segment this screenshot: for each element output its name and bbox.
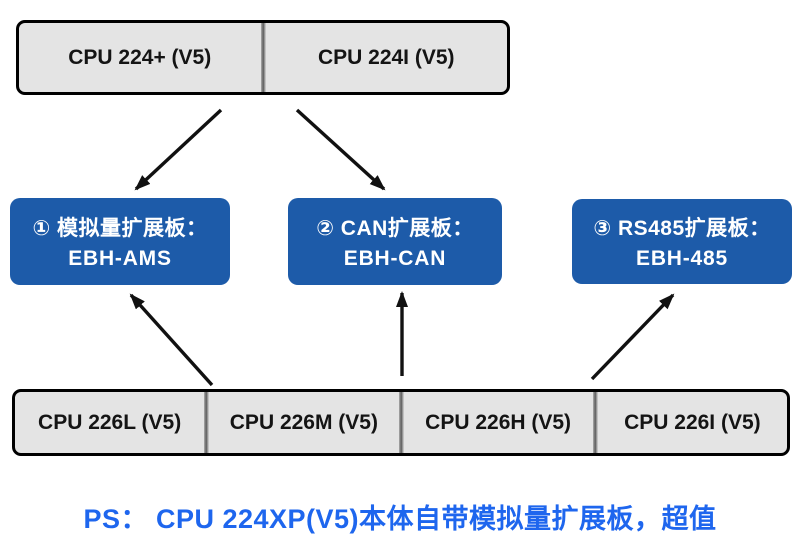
footnote-ps-text: PS： CPU 224XP(V5)本体自带模拟量扩展板，超值 xyxy=(83,504,717,534)
cell-divider xyxy=(260,23,266,92)
cpu-224i-label: CPU 224I (V5) xyxy=(317,45,455,69)
board-ebh-can-model: EBH-CAN xyxy=(343,247,447,270)
arrow-bottom-to-board3 xyxy=(590,293,675,381)
board-ebh-ams: ① 模拟量扩展板： EBH-AMS xyxy=(10,198,230,285)
cpu-226i-label: CPU 226I (V5) xyxy=(624,410,761,434)
arrow-bottom-to-board1 xyxy=(129,293,214,387)
arrow-top-to-board1 xyxy=(134,108,223,191)
board-ebh-485-title: ③ RS485扩展板： xyxy=(593,217,771,240)
cpu-226i-cell: CPU 226I (V5) xyxy=(598,392,787,453)
cell-divider xyxy=(398,392,404,453)
board-ebh-ams-model: EBH-AMS xyxy=(68,247,172,270)
board-ebh-485-model: EBH-485 xyxy=(636,247,728,270)
cpu-224-group: CPU 224+ (V5) CPU 224I (V5) xyxy=(16,20,510,95)
cpu-226l-label: CPU 226L (V5) xyxy=(38,410,182,434)
cpu-226h-label: CPU 226H (V5) xyxy=(425,410,572,434)
cpu-226l-cell: CPU 226L (V5) xyxy=(15,392,204,453)
cell-divider xyxy=(204,392,210,453)
board-ebh-can: ② CAN扩展板： EBH-CAN xyxy=(288,198,502,285)
cpu-226-group: CPU 226L (V5) CPU 226M (V5) CPU 226H (V5… xyxy=(12,389,790,456)
board-ebh-ams-title: ① 模拟量扩展板： xyxy=(32,217,208,240)
board-ebh-can-title: ② CAN扩展板： xyxy=(316,217,474,240)
cpu-226h-cell: CPU 226H (V5) xyxy=(404,392,593,453)
arrow-top-to-board2 xyxy=(295,108,386,191)
cpu-226m-cell: CPU 226M (V5) xyxy=(209,392,398,453)
cpu-226m-label: CPU 226M (V5) xyxy=(229,410,378,434)
board-ebh-485: ③ RS485扩展板： EBH-485 xyxy=(572,199,792,284)
cpu-224plus-label: CPU 224+ (V5) xyxy=(68,45,212,69)
cell-divider xyxy=(592,392,598,453)
cpu-224plus-cell: CPU 224+ (V5) xyxy=(19,23,261,92)
cpu-224i-cell: CPU 224I (V5) xyxy=(266,23,508,92)
